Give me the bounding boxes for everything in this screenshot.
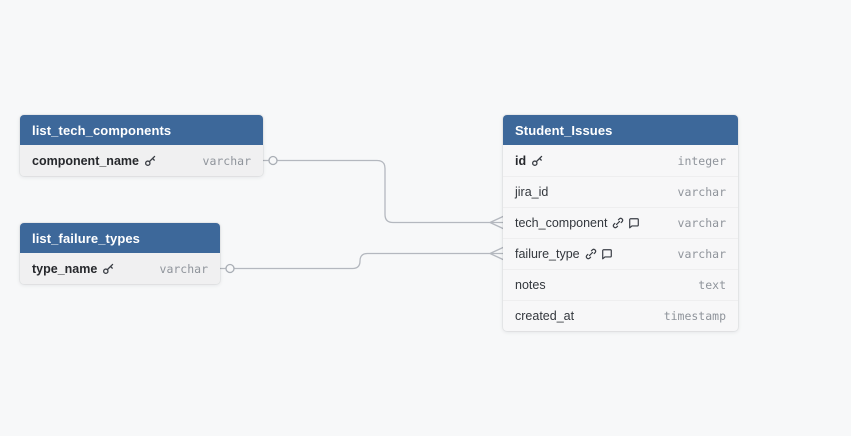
field-name: id: [515, 153, 527, 168]
table-body: component_name varchar: [20, 145, 263, 176]
field-icons: [102, 262, 115, 275]
link-icon: [613, 217, 624, 229]
table-body: id integer jira_id varchar tech_componen…: [503, 145, 738, 331]
one-end-circle: [268, 155, 278, 166]
relationship-line[interactable]: [262, 159, 504, 230]
field-row-notes[interactable]: notes text: [503, 269, 738, 300]
field-type: varchar: [677, 216, 726, 230]
table-title: list_failure_types: [32, 230, 141, 246]
field-icons: [612, 217, 640, 229]
table-body: type_name varchar: [20, 253, 220, 284]
field-icons: [585, 248, 613, 260]
table-Student_Issues[interactable]: Student_Issues id integer jira_id varcha…: [503, 115, 738, 331]
table-header-Student_Issues[interactable]: Student_Issues: [503, 115, 738, 145]
table-header-list_tech_components[interactable]: list_tech_components: [20, 115, 263, 145]
field-name: tech_component: [515, 216, 608, 230]
field-row-jira_id[interactable]: jira_id varchar: [503, 176, 738, 207]
table-title: list_tech_components: [32, 122, 172, 138]
field-type: integer: [677, 153, 726, 168]
key-icon: [144, 155, 156, 166]
table-list_failure_types[interactable]: list_failure_types type_name varchar: [20, 223, 220, 284]
one-end-circle: [225, 263, 235, 274]
field-name: type_name: [32, 261, 98, 276]
field-row-type_name[interactable]: type_name varchar: [20, 253, 220, 284]
field-name: jira_id: [515, 185, 549, 199]
relationship-line[interactable]: [219, 246, 504, 270]
table-title: Student_Issues: [515, 122, 613, 138]
field-row-id[interactable]: id integer: [503, 145, 738, 176]
field-row-created_at[interactable]: created_at timestamp: [503, 300, 738, 331]
field-type: varchar: [202, 153, 251, 168]
relationship-list_tech_components-Student_Issues[interactable]: [262, 155, 504, 230]
field-type: varchar: [159, 261, 208, 276]
field-name: created_at: [515, 309, 575, 323]
field-icons: [531, 154, 544, 167]
field-type: timestamp: [663, 309, 726, 323]
field-name: component_name: [32, 153, 139, 168]
table-list_tech_components[interactable]: list_tech_components component_name varc…: [20, 115, 263, 176]
field-row-tech_component[interactable]: tech_component varchar: [503, 207, 738, 238]
field-name: failure_type: [515, 247, 580, 261]
note-icon: [629, 218, 640, 229]
table-header-list_failure_types[interactable]: list_failure_types: [20, 223, 220, 253]
field-type: varchar: [677, 185, 726, 199]
field-name: notes: [515, 278, 546, 292]
key-icon: [532, 155, 543, 166]
key-icon: [103, 263, 114, 274]
note-icon: [601, 249, 612, 260]
field-type: varchar: [677, 247, 726, 261]
link-icon: [585, 248, 596, 260]
field-row-failure_type[interactable]: failure_type varchar: [503, 238, 738, 269]
field-type: text: [698, 278, 726, 292]
field-icons: [144, 154, 157, 167]
field-row-component_name[interactable]: component_name varchar: [20, 145, 263, 176]
relationship-list_failure_types-Student_Issues[interactable]: [219, 246, 504, 274]
